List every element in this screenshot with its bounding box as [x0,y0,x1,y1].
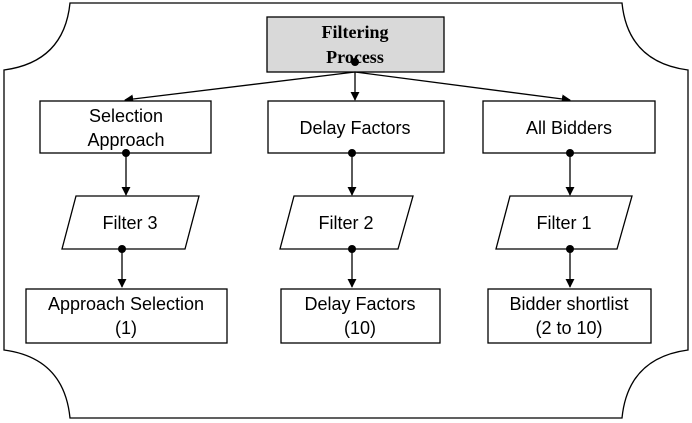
title-line-1: Filtering [322,22,389,42]
selection-approach-box [39,100,212,154]
filter-1-label: Filter 1 [536,213,591,233]
approach-selection-line-2: (1) [115,318,137,338]
bidder-shortlist-result-box [487,288,652,344]
selection-approach-line-1: Selection [89,106,163,126]
all-bidders-box [482,100,656,154]
filter-3-label: Filter 3 [102,213,157,233]
delay-factors-result-box [280,288,441,344]
selection-approach-line-2: Approach [87,130,164,150]
title-to-selection-approach-arrow [124,71,356,104]
filter-1-parallelogram [495,195,633,250]
title-line-2: Process [326,47,384,67]
filter-2-parallelogram [279,195,414,250]
filter-2-label: Filter 2 [318,213,373,233]
delay-factors-result-line-1: Delay Factors [304,294,415,314]
delay-factors-box [267,100,445,154]
bidder-shortlist-line-2: (2 to 10) [535,318,602,338]
title-junction-dot [351,58,359,66]
delay-factors-result-line-2: (10) [344,318,376,338]
title-to-all-bidders-arrow [354,71,571,104]
column-selection-approach: Selection Approach Filter 3 Approach Sel… [25,100,228,344]
column-all-bidders: All Bidders Filter 1 Bidder shortlist (2… [482,100,656,344]
all-bidders-label: All Bidders [526,118,612,138]
column-delay-factors: Delay Factors Filter 2 Delay Factors (10… [267,100,445,344]
delay-factors-source-label: Delay Factors [299,118,410,138]
title-connectors [124,58,571,104]
filter-3-parallelogram [61,195,200,250]
approach-selection-result-box [25,288,228,344]
bidder-shortlist-line-1: Bidder shortlist [509,294,628,314]
approach-selection-line-1: Approach Selection [48,294,204,314]
